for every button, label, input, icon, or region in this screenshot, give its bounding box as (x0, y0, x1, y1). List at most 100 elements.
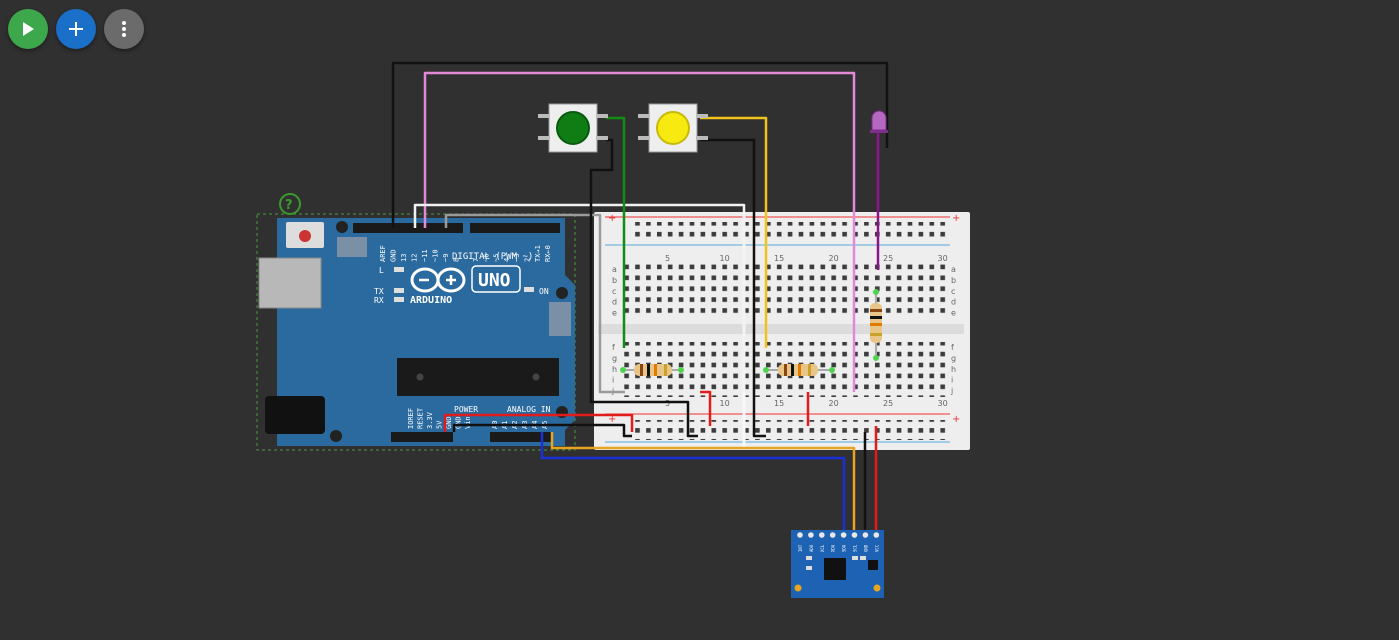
l-led-label: L (379, 266, 384, 275)
pin-label: ~11 (421, 249, 429, 262)
svg-text:?: ? (285, 198, 293, 213)
arduino-brand-label: ARDUINO (410, 295, 452, 306)
pin-label: 2 (524, 258, 532, 262)
pin-label: TX→1 (534, 245, 542, 262)
sensor-pin-label: VCC (874, 544, 879, 552)
pin-label: GND (390, 249, 398, 262)
sensor-pin[interactable] (797, 532, 803, 538)
power-pin-label: RESET (417, 407, 425, 429)
column-number: 10 (720, 399, 730, 408)
row-letter: f (612, 343, 615, 352)
pin-label: ~10 (432, 249, 440, 262)
power-label: POWER (454, 405, 478, 414)
power-jack (265, 396, 325, 434)
column-number: 15 (774, 254, 784, 263)
pin-label: ~6 (482, 254, 490, 262)
yellow-pushbutton[interactable] (638, 103, 708, 153)
pin-label: AREF (379, 245, 387, 262)
more-vertical-icon (122, 21, 126, 37)
row-letter: f (951, 343, 954, 352)
row-letter: e (612, 309, 617, 318)
resistor-1[interactable] (620, 364, 684, 376)
pin-label: RX←0 (544, 245, 552, 262)
svg-text:+: + (608, 414, 616, 425)
row-letter: b (612, 276, 617, 285)
wires[interactable] (391, 61, 889, 534)
column-number: 15 (774, 399, 784, 408)
pin-label: 13 (400, 254, 408, 262)
pin-label: ~3 (513, 254, 521, 262)
sensor-pin[interactable] (819, 532, 825, 538)
row-letter: d (612, 298, 617, 307)
sensor-pin[interactable] (873, 532, 880, 538)
row-letter: h (612, 365, 617, 374)
sensor-pin[interactable] (840, 532, 847, 538)
row-letter: a (951, 265, 956, 274)
power-pin-label: 5V (436, 420, 444, 429)
row-letter: i (951, 376, 953, 385)
arduino-logo-icon (410, 267, 466, 293)
row-letter: g (612, 354, 617, 363)
plus-icon (69, 22, 83, 36)
row-letter: d (951, 298, 956, 307)
uno-label: UNO (478, 270, 511, 291)
sensor-pin-label: GND (863, 544, 868, 552)
sensor-pin-label: INT (798, 544, 803, 552)
row-letter: i (612, 376, 614, 385)
power-pin-label: Vin (464, 416, 472, 429)
led-purple[interactable] (870, 110, 888, 133)
column-number: 20 (829, 254, 839, 263)
analog-in-label: ANALOG IN (507, 405, 551, 414)
sensor-pin[interactable] (851, 532, 858, 538)
sensor-pin[interactable] (862, 532, 869, 538)
resistor-3[interactable] (870, 289, 882, 361)
pin-label: ~5 (493, 254, 501, 262)
sensor-pin[interactable] (829, 532, 836, 538)
sensor-pin[interactable] (808, 532, 814, 538)
row-letter: c (951, 287, 955, 296)
tx-label: TX (374, 287, 384, 296)
help-icon[interactable] (279, 193, 301, 215)
more-options-button[interactable] (104, 9, 144, 49)
svg-text:+: + (952, 414, 960, 425)
digital-header-label: DIGITAL (PWM ~) (452, 252, 533, 262)
run-simulation-button[interactable] (8, 9, 48, 49)
add-component-button[interactable] (56, 9, 96, 49)
column-number: 5 (665, 254, 670, 263)
column-number: 30 (938, 399, 948, 408)
pin-label: 8 (453, 258, 461, 262)
column-number: 10 (720, 254, 730, 263)
column-number: 20 (829, 399, 839, 408)
row-letter: a (612, 265, 617, 274)
usb-port (258, 257, 322, 309)
sensor-pin-label: SDA (842, 544, 847, 552)
power-pin-label: IOREF (407, 408, 415, 429)
sensor-pin-label: XCL (820, 544, 825, 552)
microcontroller-chip (397, 358, 559, 396)
column-number: 5 (665, 399, 670, 408)
power-pin-label: GND (445, 416, 453, 429)
play-icon (23, 22, 34, 36)
row-letter: h (951, 365, 956, 374)
sensor-pin-label: AD0 (809, 544, 814, 552)
resistor-2[interactable] (763, 364, 835, 376)
row-letter: j (950, 387, 953, 396)
sensor-pin-label: XDA (831, 544, 836, 552)
column-number: 25 (883, 399, 893, 408)
power-pin-label: 3.3V (426, 411, 434, 429)
power-pin-label: GND (455, 416, 463, 429)
rx-label: RX (374, 296, 384, 305)
column-number: 25 (883, 254, 893, 263)
on-led-label: ON (539, 287, 549, 296)
row-letter: g (951, 354, 956, 363)
pin-label: ~9 (442, 254, 450, 262)
row-letter: b (951, 276, 956, 285)
row-letter: e (951, 309, 956, 318)
green-pushbutton[interactable] (538, 103, 608, 153)
pin-label: 4 (503, 258, 511, 262)
svg-text:+: + (952, 213, 960, 224)
